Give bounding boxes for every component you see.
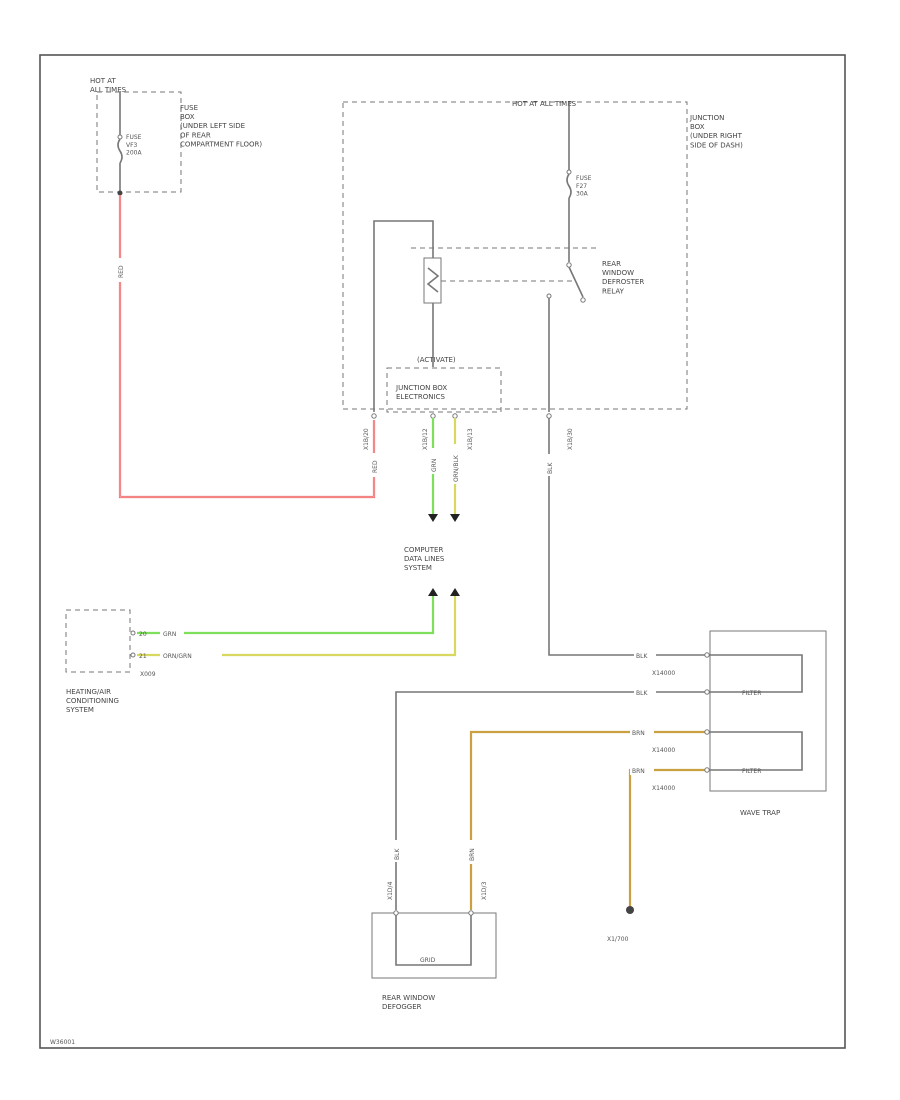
junction-fuse-symbol <box>566 173 572 199</box>
relay-switch-arm <box>568 266 584 298</box>
red-wire-label: RED <box>118 265 125 278</box>
blk-wire-label: BLK <box>547 462 554 474</box>
relay-output-wire: BLK BLK X14000 <box>544 418 705 677</box>
connector-x1b30-label: X1B/30 <box>567 428 574 450</box>
x14000-label-1: X14000 <box>652 670 675 677</box>
relay-switch-pivot <box>566 262 572 268</box>
blk-wire-label-2: BLK <box>636 653 648 660</box>
connector-x1b20-label: X1B/20 <box>363 428 370 450</box>
wave-trap-inner-label-2: FILTER <box>742 768 761 775</box>
defogger-feed-wire: BLK BLK X1D/4 <box>387 687 705 910</box>
data-arrow-1 <box>428 514 438 522</box>
defogger-outline <box>371 912 497 979</box>
red-wire-label-2: RED <box>372 460 379 473</box>
wave-trap-outline <box>709 630 827 792</box>
brn-wire-label-3: BRN <box>632 768 645 775</box>
relay-coil-feed <box>373 220 434 412</box>
brn-wire-label-2: BRN <box>469 848 476 861</box>
left-fuse-box-outline <box>96 91 182 193</box>
ground-point <box>626 906 634 914</box>
data-line-wires-top: GRN ORN/BLK <box>428 418 460 522</box>
brn-wire-label: BRN <box>632 730 645 737</box>
junction-hot-label: HOT AT ALL TIMES <box>512 100 577 108</box>
data-line-wires-bottom: GRN ORN/GRN <box>137 588 460 660</box>
junction-connector-pins: X1B/20 X1B/12 X1B/13 X1B/30 <box>363 413 574 450</box>
left-fuse-terminal-dot <box>117 190 123 196</box>
connector-x1d4-label: X1D/4 <box>387 881 394 900</box>
blk-wire-label-3: BLK <box>636 690 648 697</box>
grn-wire-label: GRN <box>431 459 438 472</box>
defogger-inner-label: GRID <box>420 957 436 964</box>
blk-wire-label-4: BLK <box>394 848 401 860</box>
x14000-label-3: X14000 <box>652 785 675 792</box>
hvac-connector-label: X009 <box>140 671 156 678</box>
data-arrow-2 <box>450 514 460 522</box>
hvac-pin-2: 21 <box>139 653 147 660</box>
red-wire: RED RED <box>115 195 379 499</box>
brown-wires: BRN X14000 BRN X1D/3 BRN X14000 X1/700 <box>466 727 705 943</box>
jbe-outline <box>386 367 502 413</box>
hvac-orn-wire-label: ORN/GRN <box>163 653 192 660</box>
left-fuse-symbol <box>117 138 123 164</box>
diagram-frame <box>39 54 846 1049</box>
figure-id: W36001 <box>50 1039 75 1046</box>
hvac-grn-wire-label: GRN <box>163 631 176 638</box>
connector-x1b13-label: X1B/13 <box>467 428 474 450</box>
hvac-pin-1: 20 <box>139 631 147 638</box>
wave-trap-label: WAVE TRAP <box>740 809 780 817</box>
connector-x1d3-label: X1D/3 <box>481 881 488 900</box>
wave-trap-inner-label-1: FILTER <box>742 690 761 697</box>
jbe-top-label: (ACTIVATE) <box>417 356 456 364</box>
connector-x1b12-label: X1B/12 <box>422 428 429 450</box>
orn-blk-wire-label: ORN/BLK <box>453 454 460 482</box>
wave-trap: FILTER FILTER WAVE TRAP <box>704 630 827 817</box>
junction-box-outline <box>342 101 688 410</box>
ground-label: X1/700 <box>607 936 629 943</box>
hvac-outline <box>65 609 131 673</box>
x14000-label-2: X14000 <box>652 747 675 754</box>
